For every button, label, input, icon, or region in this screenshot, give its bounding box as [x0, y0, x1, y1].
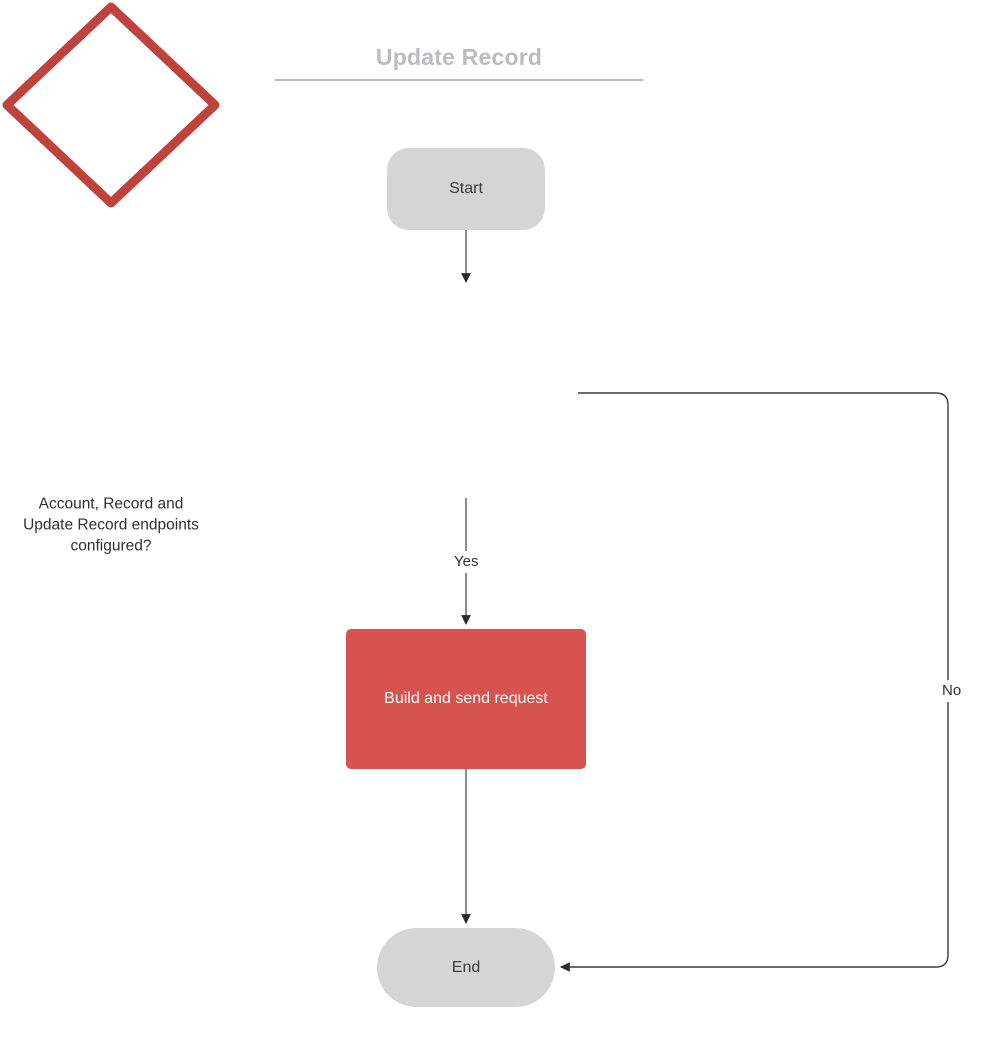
- page-title: Update Record: [375, 44, 543, 70]
- node-process-label: Build and send request: [384, 690, 548, 707]
- title-divider: [275, 79, 643, 81]
- node-start[interactable]: Start: [387, 148, 545, 230]
- node-start-label: Start: [449, 180, 483, 197]
- edge-label-no: No: [937, 680, 967, 702]
- edge-label-yes: Yes: [449, 551, 484, 573]
- node-end-label: End: [451, 958, 481, 976]
- edge-decision-no-to-end: [560, 392, 949, 972]
- node-end[interactable]: End: [377, 928, 555, 1007]
- node-build-and-send-request[interactable]: Build and send request: [346, 629, 586, 769]
